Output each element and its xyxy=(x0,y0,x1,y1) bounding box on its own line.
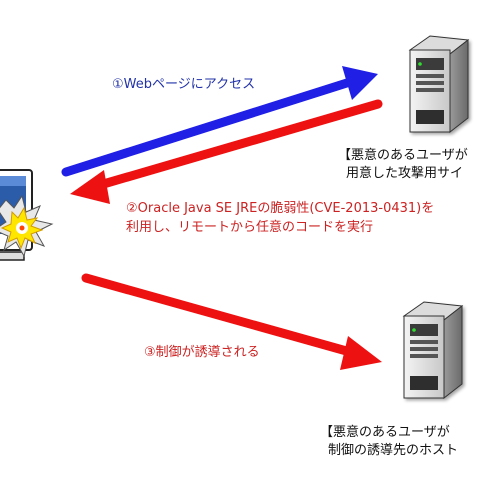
attack-site-caption-line1: 【悪意のあるユーザが xyxy=(338,148,468,163)
arrow-step1 xyxy=(61,66,378,177)
arrow-step2 xyxy=(70,99,383,204)
redirect-host-caption-line2: 制御の誘導先のホスト xyxy=(328,443,459,458)
step3-label: ③制御が誘導される xyxy=(144,345,260,360)
server-icon xyxy=(402,301,464,400)
attack-site-caption-line2: 用意した攻撃用サイ xyxy=(346,166,464,181)
server-icon xyxy=(408,35,470,134)
explosion-icon xyxy=(0,194,54,258)
arrow-step3 xyxy=(81,273,382,370)
step2-label-line1: ②Oracle Java SE JREの脆弱性(CVE-2013-0431)を xyxy=(126,201,435,216)
step2-label-line2: 利用し、リモートから任意のコードを実行 xyxy=(126,220,374,235)
step1-label: ①Webページにアクセス xyxy=(112,77,256,92)
redirect-host-caption-line1: 【悪意のあるユーザが xyxy=(320,425,450,440)
